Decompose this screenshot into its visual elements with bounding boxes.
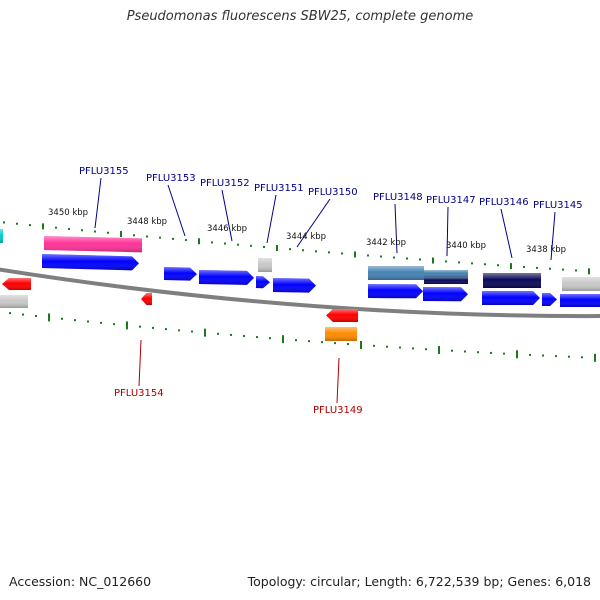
gene-block-shading: [44, 236, 142, 253]
leader-line: [500, 208, 513, 259]
gene-block-shading: [164, 267, 197, 281]
gene-label-top[interactable]: PFLU3155: [79, 166, 129, 177]
gene-block-shading: [423, 287, 468, 302]
gene-block-shading: [199, 270, 254, 285]
gene-block-shading: [424, 277, 468, 284]
gene-label-top[interactable]: PFLU3146: [479, 197, 529, 208]
gene-label-top[interactable]: PFLU3150: [308, 187, 358, 198]
gene-label-top[interactable]: PFLU3145: [533, 200, 583, 211]
scale-label: 3444 kbp: [286, 232, 326, 242]
gene-block-shading: [256, 276, 270, 289]
genome-backbone: [0, 267, 600, 319]
gene-label-bottom[interactable]: PFLU3154: [114, 388, 164, 399]
leader-line: [550, 211, 556, 261]
gene-block-shading: [0, 295, 28, 308]
scale-label: 3448 kbp: [127, 217, 167, 227]
leader-line: [94, 177, 102, 229]
accession-text: Accession: NC_012660: [9, 574, 152, 589]
gene-block-shading: [368, 284, 423, 299]
gene-block-shading: [42, 254, 139, 271]
leader-line: [266, 194, 277, 244]
gene-block-shading: [424, 270, 468, 277]
gene-block-shading: [482, 291, 540, 305]
topology-text: Topology: circular; Length: 6,722,539 bp…: [247, 574, 591, 589]
gene-block-shading: [483, 273, 541, 288]
gene-block-shading: [273, 278, 316, 293]
gene-label-top[interactable]: PFLU3152: [200, 178, 250, 189]
gene-label-top[interactable]: PFLU3147: [426, 195, 476, 206]
gene-block-shading: [368, 266, 424, 280]
gene-label-top[interactable]: PFLU3153: [146, 173, 196, 184]
leader-line: [394, 203, 398, 254]
leader-line: [336, 357, 340, 404]
gene-block-shading: [326, 309, 358, 322]
leader-line: [446, 206, 449, 257]
gene-block-shading: [542, 293, 557, 306]
gene-block-shading: [325, 327, 357, 341]
scale-label: 3438 kbp: [526, 245, 566, 255]
gene-block-shading: [562, 277, 600, 291]
gene-block-shading: [2, 278, 31, 290]
gene-block-shading: [560, 294, 600, 307]
gene-block-shading: [258, 258, 272, 272]
scale-label: 3440 kbp: [446, 241, 486, 251]
gene-block-shading: [0, 229, 3, 243]
leader-line: [138, 339, 142, 387]
gene-label-bottom[interactable]: PFLU3149: [313, 405, 363, 416]
leader-line: [296, 198, 331, 248]
gene-label-top[interactable]: PFLU3151: [254, 183, 304, 194]
scale-label: 3450 kbp: [48, 208, 88, 218]
map-title: Pseudomonas fluorescens SBW25, complete …: [126, 9, 474, 24]
leader-line: [167, 184, 186, 237]
scale-label: 3446 kbp: [207, 224, 247, 234]
scale-label: 3442 kbp: [366, 238, 406, 248]
leader-line: [221, 189, 233, 242]
gene-label-top[interactable]: PFLU3148: [373, 192, 423, 203]
gene-block-shading: [141, 293, 152, 305]
